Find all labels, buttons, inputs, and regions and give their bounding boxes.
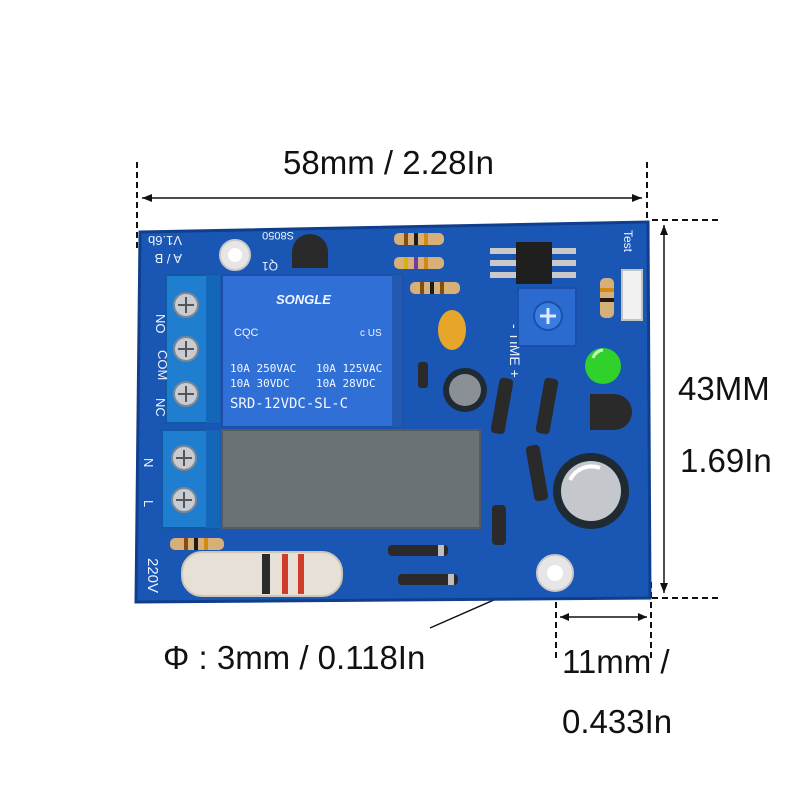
x2-capacitor-block	[221, 429, 481, 529]
voltage-regulator	[590, 394, 632, 430]
relay-brand: SONGLE	[276, 292, 331, 307]
q1-ref-silkscreen: Q1	[262, 259, 278, 273]
height-dimension-label-mm: 43MM	[678, 370, 770, 407]
relay-rating-2l: 10A 30VDC	[230, 377, 290, 390]
mounting-hole-top	[219, 239, 251, 271]
power-resistor-r1	[181, 551, 343, 597]
relay-ul-mark: c US	[360, 328, 382, 339]
relay-rating-1r: 10A 125VAC	[316, 362, 382, 375]
ic-u2	[490, 242, 576, 284]
relay-cqc-mark: CQC	[234, 327, 259, 339]
pcb-board: V1.6b A / B S8050 Q1 Test - TIME + 220V …	[134, 220, 652, 604]
terminal-label-nc: NC	[153, 398, 168, 417]
q1-type-silkscreen: S8050	[262, 229, 294, 241]
output-terminal-block	[165, 274, 220, 424]
capacitor-small	[443, 368, 487, 412]
diodes	[388, 362, 559, 585]
relay-model: SRD-12VDC-SL-C	[230, 396, 348, 412]
ceramic-capacitor-c5	[438, 310, 466, 350]
input-voltage-silkscreen: 220V	[144, 558, 161, 593]
transistor-q1	[292, 234, 328, 268]
resistors	[170, 233, 614, 550]
power-terminal-block	[161, 429, 220, 529]
test-silkscreen: Test	[621, 230, 635, 253]
relay-rating-1l: 10A 250VAC	[230, 362, 296, 375]
hole-edge-distance-label-in: 0.433In	[562, 703, 673, 740]
hole-edge-distance-label-mm: 11mm /	[562, 643, 670, 680]
height-dimension-label-in: 1.69In	[680, 442, 772, 479]
relay-rating-2r: 10A 28VDC	[316, 377, 376, 390]
test-button	[621, 269, 643, 321]
terminal-label-no: NO	[153, 314, 168, 334]
hole-diameter-label: Φ : 3mm / 0.118In	[163, 639, 426, 676]
terminal-label-n: N	[141, 458, 156, 467]
ab-silkscreen: A / B	[155, 251, 182, 266]
width-dimension-label: 58mm / 2.28In	[283, 144, 494, 181]
mounting-hole-bottom	[536, 554, 574, 592]
capacitor-c2	[553, 453, 629, 529]
terminal-label-l: L	[141, 500, 156, 507]
trimmer-potentiometer	[517, 287, 577, 347]
terminal-label-com: COM	[155, 350, 170, 380]
version-silkscreen: V1.6b	[148, 233, 182, 248]
relay: SONGLE CQC c US 10A 250VAC 10A 125VAC 10…	[221, 274, 403, 428]
green-led	[585, 348, 621, 384]
